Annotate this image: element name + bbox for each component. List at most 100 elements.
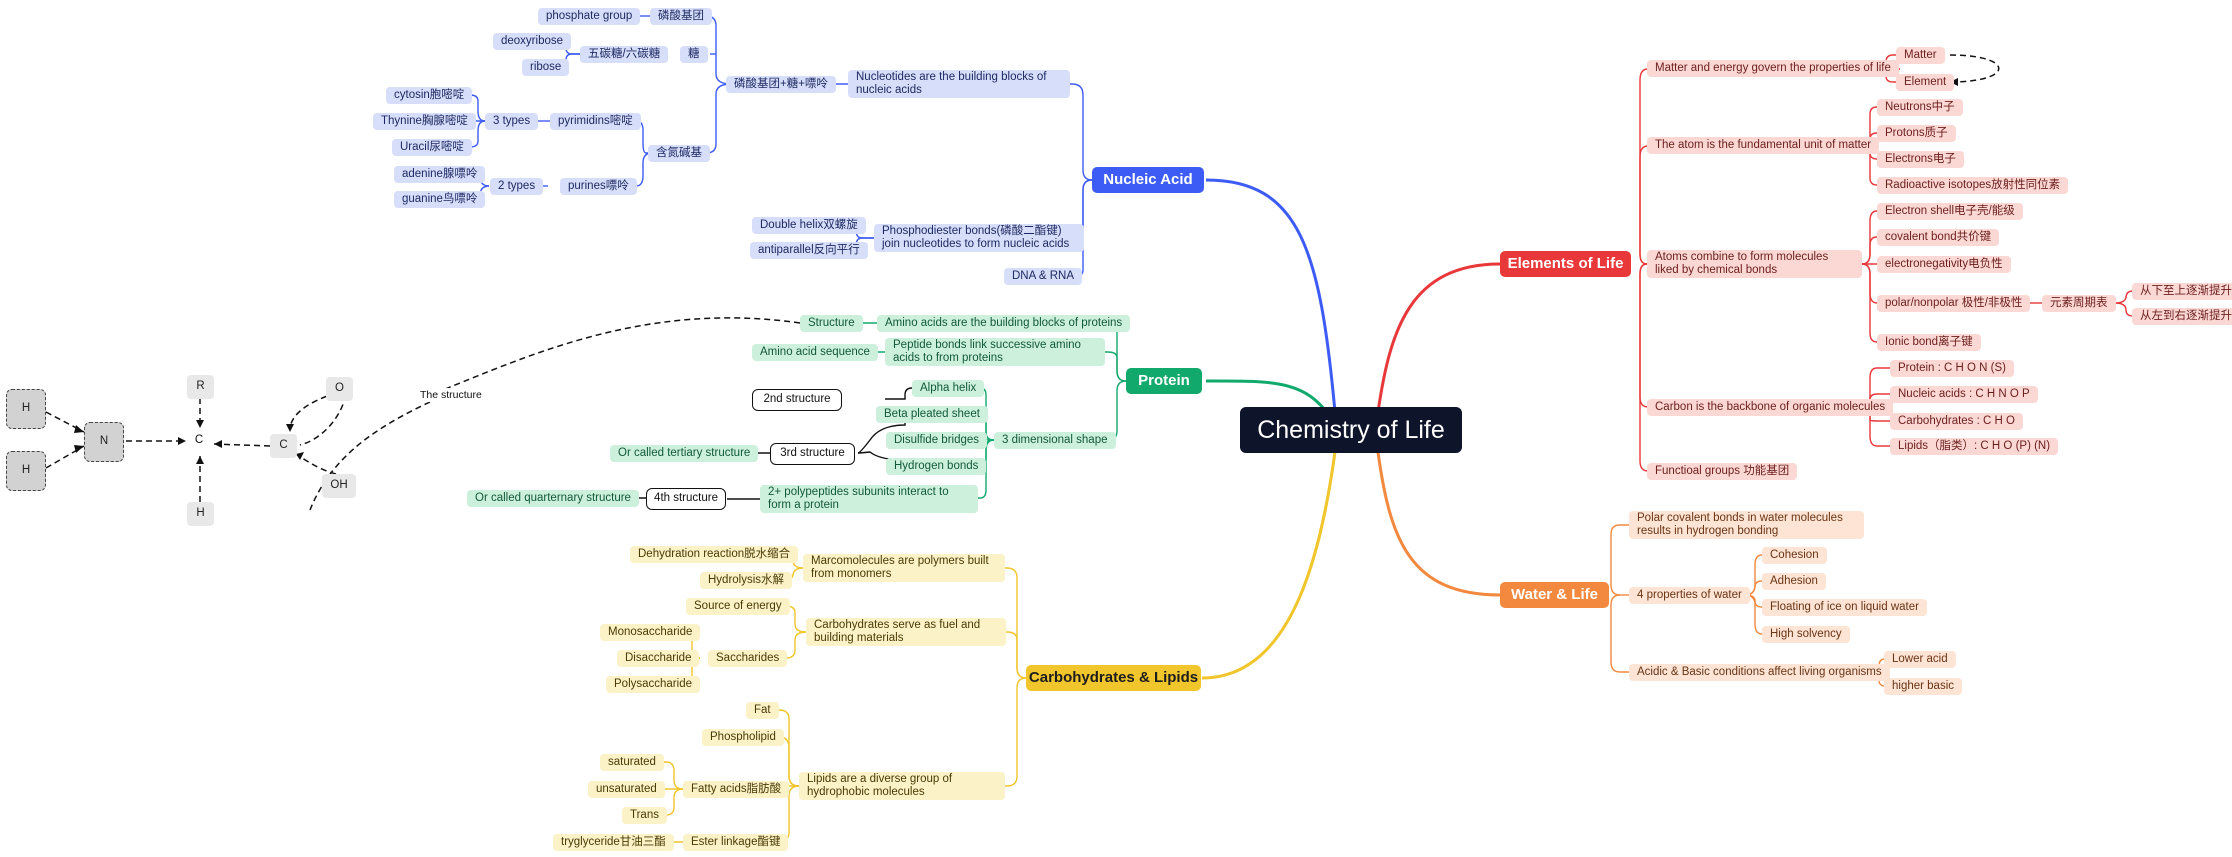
topic-water-life[interactable]: Water & Life (1500, 582, 1609, 608)
base-node[interactable]: 含氮碱基 (648, 145, 710, 162)
atom-h-1[interactable]: H (6, 389, 46, 429)
atom-c-alpha[interactable]: C (192, 434, 206, 448)
amino-blocks-node[interactable]: Amino acids are the building blocks of p… (877, 315, 1131, 332)
nucleic-elements-node[interactable]: Nucleic acids : C H N O P (1890, 386, 2038, 403)
thynine-node[interactable]: Thynine胸腺嘧啶 (373, 113, 476, 130)
ionic-node[interactable]: Ionic bond离子键 (1877, 334, 1981, 351)
four-properties-node[interactable]: 4 properties of water (1629, 587, 1750, 604)
quarternary-node[interactable]: Or called quarternary structure (467, 490, 639, 507)
matter-node[interactable]: Matter (1896, 47, 1945, 64)
atom-r[interactable]: R (187, 375, 214, 399)
fourth-structure-node[interactable]: 4th structure (646, 488, 726, 510)
adenine-node[interactable]: adenine腺嘌呤 (394, 166, 486, 183)
electronegativity-node[interactable]: electronegativity电负性 (1877, 256, 2011, 273)
combo-node[interactable]: 磷酸基团+糖+嘌呤 (726, 76, 836, 93)
two-types-node[interactable]: 2 types (490, 178, 544, 195)
root-topic[interactable]: Chemistry of Life (1240, 407, 1462, 453)
atoms-combine-node[interactable]: Atoms combine to form molecules liked by… (1647, 250, 1862, 278)
tertiary-node[interactable]: Or called tertiary structure (610, 445, 759, 462)
monosaccharide-node[interactable]: Monosaccharide (600, 624, 701, 641)
electrons-node[interactable]: Electrons电子 (1877, 151, 1964, 168)
deoxyribose-node[interactable]: deoxyribose (493, 33, 572, 50)
saturated-node[interactable]: saturated (600, 754, 664, 771)
saccharides-node[interactable]: Saccharides (708, 650, 788, 667)
ribose-node[interactable]: ribose (522, 59, 570, 76)
electron-shell-node[interactable]: Electron shell电子壳/能级 (1877, 203, 2023, 220)
macro-node[interactable]: Marcomolecules are polymers built from m… (803, 554, 1005, 582)
lower-acid-node[interactable]: Lower acid (1884, 651, 1956, 668)
phosphate-en-node[interactable]: phosphate group (538, 8, 641, 25)
higher-basic-node[interactable]: higher basic (1884, 678, 1963, 695)
topic-carbohydrates-lipids[interactable]: Carbohydrates & Lipids (1026, 665, 1201, 691)
polar-covalent-node[interactable]: Polar covalent bonds in water molecules … (1629, 511, 1864, 539)
phosphodiester-node[interactable]: Phosphodiester bonds(磷酸二酯键) join nucleot… (874, 224, 1084, 252)
topic-nucleic-acid[interactable]: Nucleic Acid (1092, 167, 1204, 193)
second-structure-node[interactable]: 2nd structure (752, 389, 842, 411)
topic-protein[interactable]: Protein (1126, 368, 1202, 394)
polysaccharide-node[interactable]: Polysaccharide (606, 676, 700, 693)
double-helix-node[interactable]: Double helix双螺旋 (752, 217, 866, 234)
polypeptides-node[interactable]: 2+ polypeptides subunits interact to for… (760, 485, 978, 513)
disulfide-node[interactable]: Disulfide bridges (886, 432, 988, 449)
lipids-elements-node[interactable]: Lipids（脂类）: C H O (P) (N) (1890, 438, 2059, 455)
radioactive-node[interactable]: Radioactive isotopes放射性同位素 (1877, 177, 2069, 194)
energy-node[interactable]: Source of energy (686, 598, 790, 615)
protein-elements-node[interactable]: Protein : C H O N (S) (1890, 360, 2014, 377)
atom-h-2[interactable]: H (6, 451, 46, 491)
acidic-basic-node[interactable]: Acidic & Basic conditions affect living … (1629, 664, 1890, 681)
amino-seq-node[interactable]: Amino acid sequence (752, 344, 878, 361)
three-types-node[interactable]: 3 types (485, 113, 539, 130)
structure-node[interactable]: Structure (800, 315, 863, 332)
lipids-node[interactable]: Lipids are a diverse group of hydrophobi… (799, 772, 1005, 800)
peptide-node[interactable]: Peptide bonds link successive amino acid… (885, 338, 1105, 366)
cohesion-node[interactable]: Cohesion (1762, 547, 1827, 564)
atom-h-3[interactable]: H (187, 502, 214, 526)
sugar-node[interactable]: 糖 (680, 46, 708, 63)
polar-node[interactable]: polar/nonpolar 极性/非极性 (1877, 295, 2031, 312)
guanine-node[interactable]: guanine鸟嘌呤 (394, 191, 486, 208)
trans-node[interactable]: Trans (622, 807, 667, 824)
cytosin-node[interactable]: cytosin胞嘧啶 (386, 87, 473, 104)
alpha-helix-node[interactable]: Alpha helix (912, 380, 985, 397)
disaccharide-node[interactable]: Disaccharide (617, 650, 700, 667)
left-right-node[interactable]: 从左到右逐渐提升 (2132, 308, 2232, 325)
the-structure-label[interactable]: The structure (420, 388, 482, 402)
matter-energy-node[interactable]: Matter and energy govern the properties … (1647, 60, 1899, 77)
topic-elements-of-life[interactable]: Elements of Life (1500, 251, 1631, 277)
neutrons-node[interactable]: Neutrons中子 (1877, 99, 1963, 116)
nucleotides-node[interactable]: Nucleotides are the building blocks of n… (848, 70, 1070, 98)
carbon-node[interactable]: Carbon is the backbone of organic molecu… (1647, 399, 1894, 416)
uracil-node[interactable]: Uracil尿嘧啶 (392, 139, 472, 156)
phosphate-cn-node[interactable]: 磷酸基团 (650, 8, 712, 25)
atom-n[interactable]: N (84, 422, 124, 462)
carbs-elements-node[interactable]: Carbohydrates : C H O (1890, 413, 2023, 430)
periodic-table-node[interactable]: 元素周期表 (2042, 295, 2116, 312)
pyrimidins-node[interactable]: pyrimidins嘧啶 (550, 113, 641, 130)
hydrolysis-node[interactable]: Hydrolysis水解 (700, 572, 793, 589)
bottom-up-node[interactable]: 从下至上逐渐提升 (2132, 283, 2232, 300)
three-d-node[interactable]: 3 dimensional shape (994, 432, 1116, 449)
beta-sheet-node[interactable]: Beta pleated sheet (876, 406, 988, 423)
unsaturated-node[interactable]: unsaturated (588, 781, 665, 798)
fuel-node[interactable]: Carbohydrates serve as fuel and building… (806, 618, 1006, 646)
purines-node[interactable]: purines嘌呤 (560, 178, 637, 195)
element-node[interactable]: Element (1896, 74, 1955, 91)
phospholipid-node[interactable]: Phospholipid (702, 729, 784, 746)
atom-node[interactable]: The atom is the fundamental unit of matt… (1647, 137, 1880, 154)
protons-node[interactable]: Protons质子 (1877, 125, 1956, 142)
atom-o[interactable]: O (326, 377, 353, 401)
fat-node[interactable]: Fat (746, 702, 779, 719)
pentose-node[interactable]: 五碳糖/六碳糖 (580, 46, 669, 63)
atom-oh[interactable]: OH (322, 474, 356, 498)
adhesion-node[interactable]: Adhesion (1762, 573, 1826, 590)
antiparallel-node[interactable]: antiparallel反向平行 (750, 242, 868, 259)
covalent-node[interactable]: covalent bond共价键 (1877, 229, 2000, 246)
hydrogen-bonds-node[interactable]: Hydrogen bonds (886, 458, 987, 475)
solvency-node[interactable]: High solvency (1762, 626, 1850, 643)
tryglyceride-node[interactable]: tryglyceride甘油三酯 (553, 834, 674, 851)
third-structure-node[interactable]: 3rd structure (770, 443, 855, 465)
dehydration-node[interactable]: Dehydration reaction脱水缩合 (630, 546, 799, 563)
atom-c-carboxyl[interactable]: C (270, 434, 297, 458)
ester-node[interactable]: Ester linkage酯键 (683, 834, 789, 851)
dna-rna-node[interactable]: DNA & RNA (1004, 268, 1082, 285)
